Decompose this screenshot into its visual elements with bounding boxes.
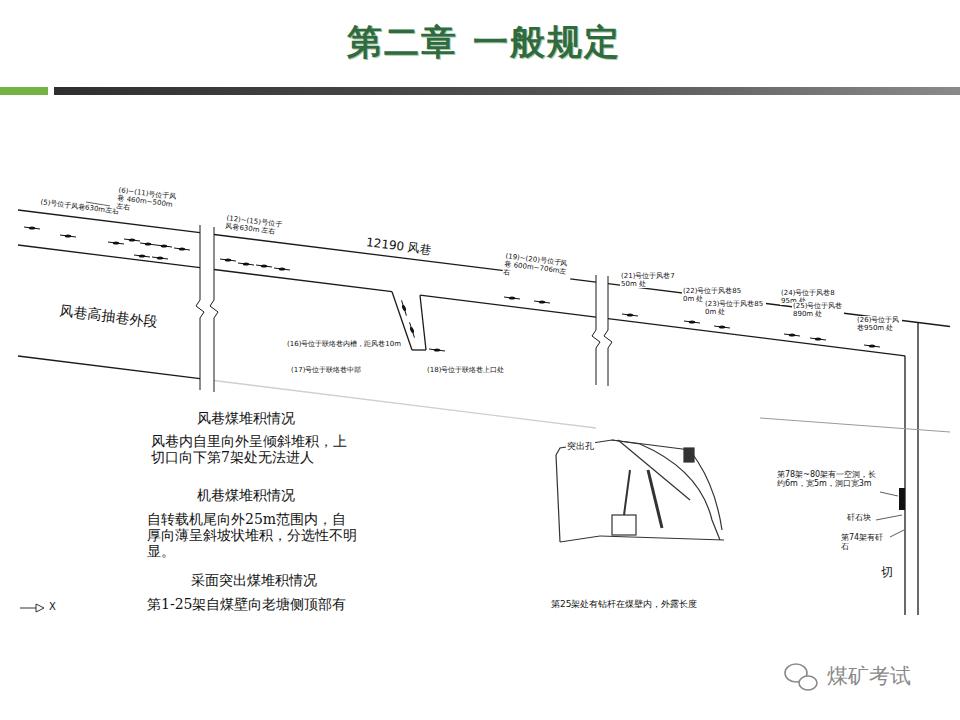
callout-label: (18)号位于联络巷上口处 <box>426 366 505 374</box>
support-arm <box>698 462 722 530</box>
hole-markers <box>24 226 880 351</box>
note-text: 第78架~80架有一空洞，长约6m，宽5m，洞口宽3m <box>776 470 880 488</box>
icon-bubble <box>799 676 817 690</box>
hole-marker <box>622 313 638 316</box>
support-link <box>618 440 690 500</box>
support-illustration <box>556 440 724 542</box>
roadway-line <box>214 270 392 292</box>
note-text: 第74架有矸石 <box>840 533 890 551</box>
note-text: 自转载机尾向外25m范围内，自厚向薄呈斜坡状堆积，分选性不明显。 <box>146 511 360 559</box>
support-outline <box>556 455 560 542</box>
hole-marker <box>238 262 254 265</box>
hole-marker <box>174 247 190 250</box>
support-block <box>612 515 636 535</box>
crosscut-line <box>420 295 426 350</box>
note-text: 切 <box>880 566 894 580</box>
support-base <box>600 536 724 540</box>
drawing-ground <box>18 158 950 616</box>
wechat-icon <box>785 664 817 690</box>
roadway-lines <box>18 210 950 615</box>
callout-label: (17)号位于联络巷中部 <box>290 366 362 374</box>
working-face-line <box>917 323 918 616</box>
note-heading: 机巷煤堆积情况 <box>196 487 296 503</box>
break-mark <box>196 225 204 390</box>
callout-label: (21)号位于风巷750m 处 <box>620 272 680 288</box>
note-text: 第25架处有钻杆在煤壁内，外露长度 <box>550 599 698 609</box>
callout-label: (25)号位于风巷 890m 处 <box>792 302 844 318</box>
working-face-line <box>904 356 905 615</box>
axis-mark <box>20 604 44 612</box>
support-leg <box>648 470 662 528</box>
crosscut-line <box>412 349 426 350</box>
leader-line <box>876 515 902 520</box>
support-leg <box>624 470 630 515</box>
survey-line <box>760 418 950 432</box>
hole-marker <box>256 264 272 267</box>
hole-marker <box>784 333 800 336</box>
slide-title: 第二章 一般规定 <box>4 22 960 62</box>
hole-marker <box>534 300 550 303</box>
callout-label: (26)号位于风巷950m 处 <box>856 316 902 332</box>
hole-marker <box>124 238 140 241</box>
roadway-name: 风巷高抽巷外段 <box>58 302 159 330</box>
hole-marker <box>504 296 520 299</box>
hole-marker <box>714 325 730 328</box>
hole-marker <box>108 241 124 244</box>
hole-marker <box>220 258 236 261</box>
roadway-name: 12190 风巷 <box>364 236 433 258</box>
support-base <box>560 536 600 542</box>
axis-label: X <box>48 601 57 613</box>
axis-line <box>20 608 36 609</box>
axis-arrow <box>36 604 44 612</box>
hole-marker <box>156 244 172 247</box>
note-heading: 采面突出煤堆积情况 <box>190 572 318 588</box>
hole-marker <box>140 242 156 245</box>
break-mark <box>592 275 600 385</box>
leader-line <box>880 492 898 496</box>
hole-marker <box>684 320 700 323</box>
note-text: 风巷内自里向外呈倾斜堆积，上切口向下第7架处无法进人 <box>150 433 357 465</box>
callout-label: (19)~(20)号位于风巷 600m~706m左右 <box>502 252 572 284</box>
leader-line <box>890 530 904 537</box>
hole-marker <box>429 348 445 351</box>
hole-marker <box>399 300 409 316</box>
hole-marker <box>407 322 417 338</box>
callout-label: (5)号位于风巷630m左右 <box>39 198 120 216</box>
break-mark <box>604 276 612 386</box>
break-mark <box>210 227 218 392</box>
roadway-line <box>18 245 200 268</box>
roadway-line <box>18 356 200 379</box>
hole-marker <box>274 267 290 270</box>
watermark: 煤矿考试 <box>826 664 912 688</box>
header-accent <box>0 87 48 95</box>
callout-label: (23)号位于风巷850m 处 <box>704 300 766 316</box>
note-text: 矸石块 <box>846 513 872 522</box>
callout-label: (16)号位于联络巷内槽，距风巷10m <box>286 340 402 348</box>
hole-marker <box>864 344 880 347</box>
hole-marker <box>810 337 826 340</box>
roadway-line <box>420 295 596 317</box>
note-text: 第1-25架自煤壁向老塘侧顶部有 <box>146 596 347 612</box>
callout-label: (12)~(15)号位于风巷630m 左右 <box>224 214 289 238</box>
part-label: 突出孔 <box>566 441 595 451</box>
note-heading: 风巷煤堆积情况 <box>196 410 296 426</box>
hole-marker <box>152 256 168 259</box>
header-bar <box>54 87 960 95</box>
support-pin <box>684 448 694 462</box>
hole-marker <box>24 226 40 229</box>
hole-marker <box>134 254 150 257</box>
break-marks <box>196 225 612 392</box>
callout-label: (6)~(11)号位于风巷 460m~500m左右 <box>115 186 181 218</box>
cavity-mark <box>899 488 905 510</box>
hole-marker <box>60 234 76 237</box>
leader-lines <box>86 202 904 537</box>
